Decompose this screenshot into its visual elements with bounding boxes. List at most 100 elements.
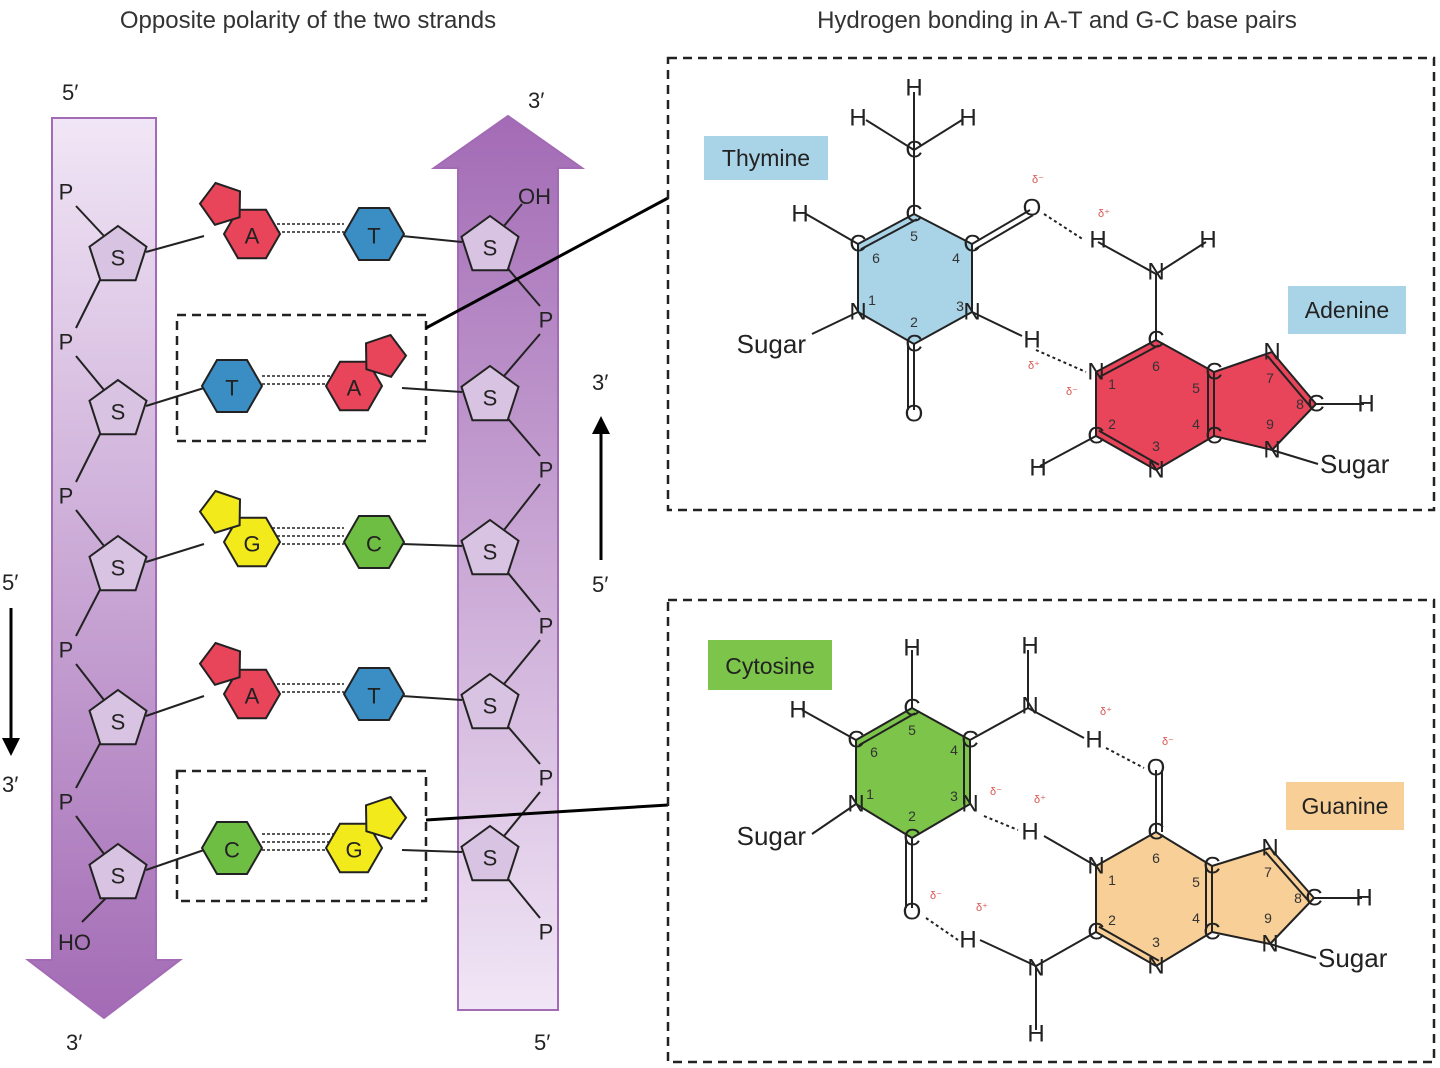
hydrogen-bond <box>925 917 959 941</box>
sugar-label: S <box>483 846 498 871</box>
atom-C: C <box>1203 919 1220 946</box>
guanine-ring-fill <box>1096 832 1212 966</box>
purine-pentagon <box>364 333 408 378</box>
sugar-pentagon <box>88 378 148 436</box>
atom-C: C <box>905 331 922 358</box>
atom-H: H <box>1021 633 1038 660</box>
ring-number: 4 <box>952 250 960 266</box>
sugar-label: S <box>111 864 126 889</box>
covalent-bond <box>801 709 857 741</box>
glycosidic-bond <box>401 235 463 243</box>
atom-C: C <box>1305 885 1322 912</box>
sugar-pentagon <box>88 688 148 746</box>
hydroxyl-3prime-label: OH <box>518 184 551 209</box>
atom-N: N <box>963 299 980 326</box>
guanine-label: Guanine <box>1302 793 1389 819</box>
hydroxyl-bond <box>503 203 523 227</box>
ring-number: 4 <box>1192 416 1200 432</box>
phosphate-label: P <box>539 920 554 945</box>
atom-N: N <box>1147 953 1164 980</box>
covalent-bond <box>811 311 859 335</box>
atom-H: H <box>1089 227 1106 254</box>
adenine-ring-fill <box>1096 340 1214 470</box>
phosphodiester-bond <box>75 663 105 701</box>
ring-number: 2 <box>1108 416 1116 432</box>
covalent-bond <box>1155 831 1213 867</box>
partial-charge: δ⁻ <box>1162 736 1174 748</box>
atom-H: H <box>791 201 808 228</box>
covalent-bond <box>911 707 971 741</box>
atom-O: O <box>1147 755 1166 782</box>
down-arrowhead <box>2 738 20 756</box>
covalent-bond <box>1213 435 1273 451</box>
left-strand-5prime: 5′ <box>62 80 78 105</box>
glycosidic-bond <box>401 543 463 547</box>
atom-H: H <box>849 105 866 132</box>
purine-pentagon <box>364 795 408 840</box>
atom-O: O <box>1023 195 1042 222</box>
partial-charge: δ⁻ <box>1066 386 1078 398</box>
phosphodiester-bond <box>75 425 105 483</box>
far-3prime: 3′ <box>2 772 18 797</box>
partial-charge: δ⁻ <box>990 786 1002 798</box>
atom-H: H <box>789 697 806 724</box>
covalent-bond <box>1095 435 1157 471</box>
sugar-label: S <box>111 556 126 581</box>
atom-H: H <box>905 75 922 102</box>
phosphodiester-bond <box>503 413 541 457</box>
up-arrowhead <box>592 416 610 434</box>
sugar-pentagon <box>460 214 520 272</box>
atom-C: C <box>1147 327 1164 354</box>
sugar-label: S <box>483 694 498 719</box>
cytosine-label-bg <box>708 640 832 690</box>
at-pair-panel <box>666 56 1436 512</box>
sugar-pentagon <box>88 842 148 900</box>
phosphodiester-bond <box>503 483 541 531</box>
partial-charge: δ⁺ <box>1028 360 1040 372</box>
atom-N: N <box>849 299 866 326</box>
double-bond <box>1098 429 1160 466</box>
purine-hexagon <box>222 208 282 260</box>
phosphodiester-bond <box>503 567 541 613</box>
cytosine-label: Cytosine <box>725 653 814 679</box>
phosphodiester-bond <box>75 271 105 329</box>
sugar-label: S <box>483 236 498 261</box>
glycosidic-bond <box>145 695 205 717</box>
cytosine-ring-fill <box>856 708 970 838</box>
ring-number: 8 <box>1294 890 1302 906</box>
ring-number: 6 <box>1152 358 1160 374</box>
ring-number: 2 <box>910 314 918 330</box>
ring-number: 2 <box>908 808 916 824</box>
hydroxyl-5prime-label: HO <box>58 930 91 955</box>
ring-number: 9 <box>1264 910 1272 926</box>
phosphodiester-bond <box>503 873 541 919</box>
atom-H: H <box>959 105 976 132</box>
atom-H: H <box>1085 727 1102 754</box>
glycosidic-bond <box>145 235 205 253</box>
phosphate-label: P <box>59 180 74 205</box>
partial-charge: δ⁻ <box>930 890 942 902</box>
covalent-bond <box>855 707 913 741</box>
covalent-bond <box>969 707 1029 741</box>
sugar-pentagon <box>460 518 520 576</box>
partial-charge: δ⁺ <box>1100 706 1112 718</box>
atom-O: O <box>903 899 922 926</box>
phosphodiester-bond <box>75 509 105 547</box>
ring-number: 1 <box>1108 872 1116 888</box>
ring-number: 3 <box>1152 438 1160 454</box>
atom-C: C <box>903 825 920 852</box>
atom-N: N <box>1021 693 1038 720</box>
pyrimidine-hexagon <box>200 821 264 875</box>
adenine-label: Adenine <box>1305 297 1389 323</box>
covalent-bond <box>913 311 973 345</box>
ring-number: 4 <box>1192 910 1200 926</box>
purine-pentagon <box>198 489 242 534</box>
atom-N: N <box>1147 457 1164 484</box>
sugar-pentagon <box>460 364 520 422</box>
covalent-bond <box>1095 931 1157 967</box>
covalent-bond <box>1095 831 1157 867</box>
sugar-label: S <box>111 246 126 271</box>
covalent-bond <box>913 213 973 245</box>
